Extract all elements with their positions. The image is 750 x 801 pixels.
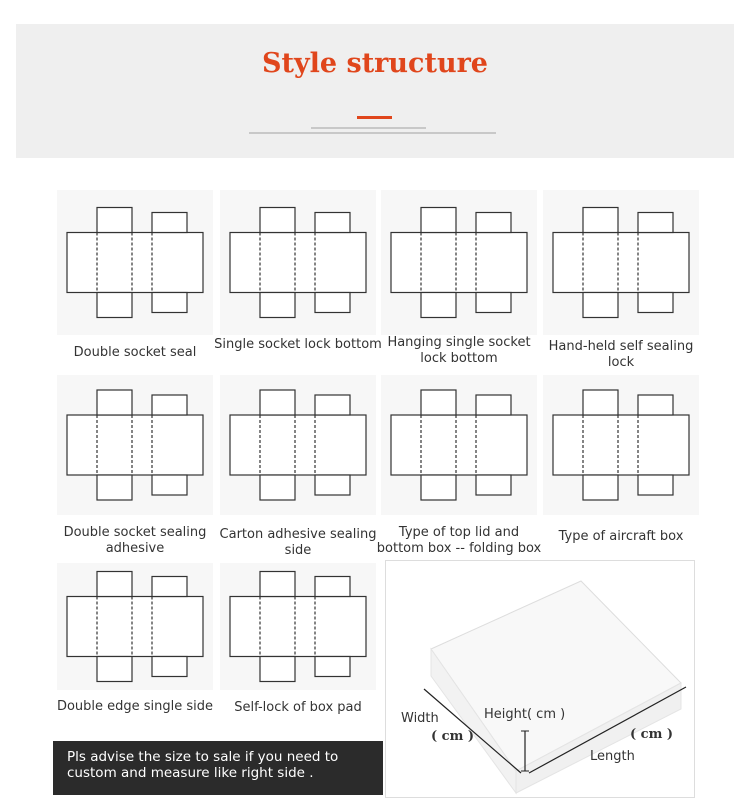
box-style-item: Type of top lid and bottom box -- foldin… <box>377 375 541 556</box>
dieline-drawing <box>220 190 376 335</box>
box-style-item: Self-lock of box pad <box>220 563 376 715</box>
box-style-item: Carton adhesive sealing side <box>220 375 376 558</box>
box-style-item: Double edge single side <box>57 563 213 714</box>
box-style-label: Type of top lid and bottom box -- foldin… <box>376 525 542 556</box>
box-style-item: Single socket lock bottom <box>214 190 382 352</box>
dieline-drawing <box>220 375 376 515</box>
box-style-label: Hanging single socket lock bottom <box>387 335 531 366</box>
page-title: Style structure <box>262 48 488 79</box>
box-illustration <box>423 580 687 795</box>
box-style-label: Double socket seal <box>73 345 197 360</box>
title-underline <box>357 116 392 119</box>
custom-size-note: Pls advise the size to sale if you need … <box>53 741 383 795</box>
box-style-label: Double edge single side <box>56 699 214 714</box>
length-label: Length <box>590 749 635 764</box>
box-style-item: Hand-held self sealing lock <box>543 190 699 370</box>
width-label: Width <box>401 711 439 726</box>
box-style-label: Double socket sealing adhesive <box>63 525 207 556</box>
box-style-label: Carton adhesive sealing side <box>219 527 377 558</box>
dieline-drawing <box>543 375 699 515</box>
subtitle-line <box>249 132 496 134</box>
dieline-drawing <box>57 375 213 515</box>
length-unit: ( cm ) <box>630 727 674 742</box>
box-style-label: Hand-held self sealing lock <box>548 339 694 370</box>
box-style-label: Single socket lock bottom <box>214 337 382 352</box>
dieline-drawing <box>543 190 699 335</box>
box-style-label: Self-lock of box pad <box>234 700 362 715</box>
width-unit: ( cm ) <box>431 729 475 744</box>
box-style-item: Double socket sealing adhesive <box>57 375 213 556</box>
dieline-drawing <box>220 563 376 690</box>
header-banner: Style structure <box>16 24 734 158</box>
box-dimension-diagram: Width ( cm ) Height( cm ) ( cm ) Length <box>385 560 695 798</box>
dieline-drawing <box>381 375 537 515</box>
dieline-drawing <box>57 190 213 335</box>
height-label: Height( cm ) <box>484 707 566 722</box>
box-style-label: Type of aircraft box <box>558 529 684 544</box>
dieline-drawing <box>57 563 213 690</box>
subtitle-line <box>311 127 426 129</box>
box-style-item: Type of aircraft box <box>543 375 699 544</box>
box-style-item: Double socket seal <box>57 190 213 360</box>
box-style-item: Hanging single socket lock bottom <box>381 190 537 366</box>
dieline-drawing <box>381 190 537 335</box>
